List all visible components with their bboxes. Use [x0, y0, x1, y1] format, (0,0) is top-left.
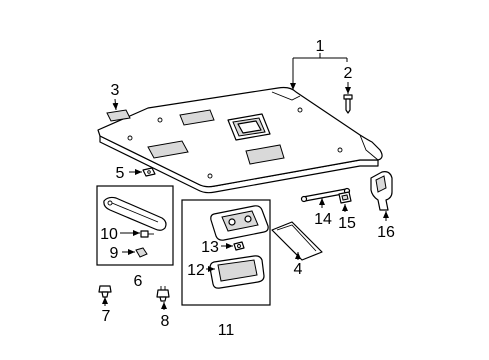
callout-1: 1: [316, 38, 325, 55]
callout-3: 3: [111, 82, 120, 99]
callout-10: 10: [100, 226, 118, 243]
headliner-pad-front: [179, 109, 215, 126]
callout-6: 6: [134, 273, 143, 290]
bracket-part-16: [370, 171, 393, 211]
leader-line-1: [293, 53, 348, 62]
dome-light-housing-part-11: [210, 205, 269, 241]
callout-12: 12: [187, 262, 205, 279]
pad-part-4: [271, 221, 323, 261]
callout-2: 2: [344, 65, 353, 82]
clip-part-5: [142, 167, 156, 177]
leader-arrow-3: [112, 98, 119, 111]
clip-part-2: [343, 94, 353, 114]
callout-7: 7: [102, 308, 111, 325]
callout-11: 11: [218, 322, 235, 339]
screw-part-10: [140, 230, 154, 238]
pad-part-3: [106, 109, 131, 122]
clip-part-7: [98, 285, 112, 298]
callout-13: 13: [201, 239, 219, 256]
group-box-6: [96, 185, 174, 266]
lens-part-12: [209, 255, 265, 289]
bulb-part-13: [233, 241, 245, 251]
callout-16: 16: [377, 224, 395, 241]
cap-part-9: [135, 247, 148, 258]
callout-15: 15: [338, 215, 356, 232]
visor-holder-part-6: [103, 196, 167, 231]
clip-part-15: [338, 191, 352, 204]
callout-4: 4: [294, 261, 303, 278]
visor-mount-pad: [147, 140, 189, 159]
headliner-pad-rear: [245, 144, 285, 165]
callout-5: 5: [116, 165, 125, 182]
clip-part-8: [156, 286, 170, 302]
callout-14: 14: [314, 211, 332, 228]
callout-8: 8: [161, 313, 170, 330]
headliner: [97, 86, 383, 194]
group-box-11: [181, 199, 271, 306]
callout-9: 9: [110, 245, 119, 262]
